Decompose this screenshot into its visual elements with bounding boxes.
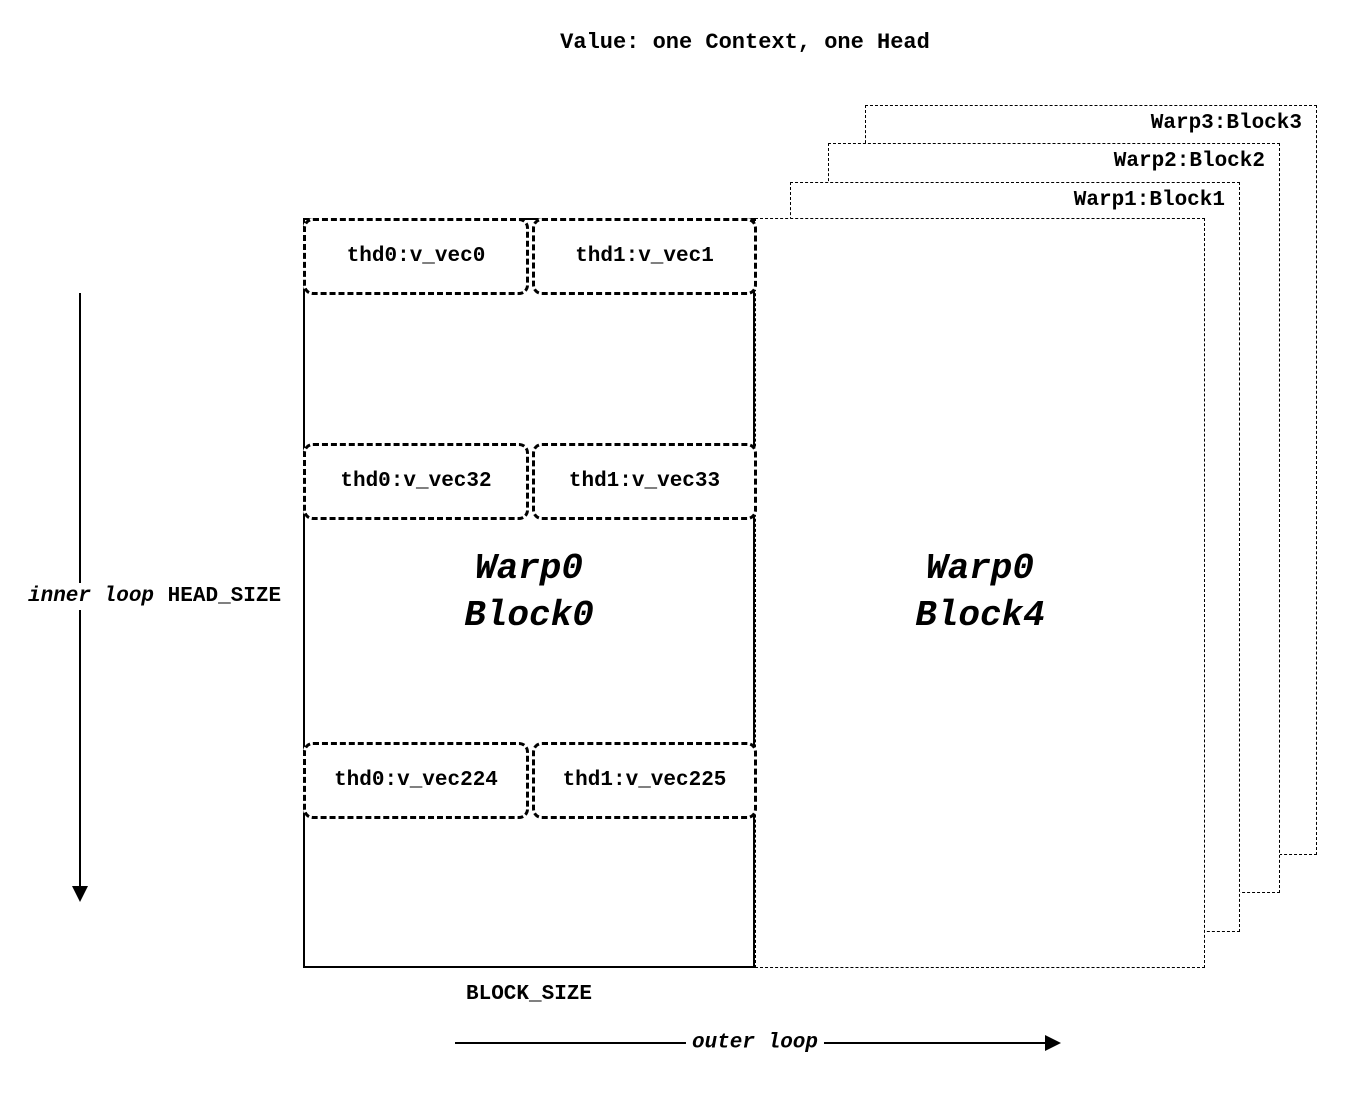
vec-box: thd1:v_vec33 [532,443,757,520]
sheet-label-warp1-block1: Warp1:Block1 [1073,189,1225,212]
warp0-block0-title-line2: Block0 [464,595,594,636]
vec-box-label: thd1:v_vec1 [575,245,714,268]
warp0-block4-title-line2: Block4 [915,595,1045,636]
vec-box: thd1:v_vec1 [532,218,757,295]
vec-box-label: thd0:v_vec0 [346,245,486,268]
warp0-block4-title: Warp0 Block4 [756,219,1204,967]
outer-loop-label: outer loop [685,1031,825,1055]
sheet-label-warp3-block3: Warp3:Block3 [1150,112,1302,135]
outer-loop-arrow-head-icon [1045,1035,1061,1051]
inner-loop-head-size-label: inner loop HEAD_SIZE [24,583,286,610]
vec-box-label: thd0:v_vec32 [340,470,492,493]
diagram-title: Value: one Context, one Head [560,30,930,55]
block-warp0-block0: Warp0 Block0 thd0:v_vec0 thd1:v_vec1 thd… [303,218,757,968]
warp0-block0-title: Warp0 Block0 [305,220,753,966]
warp0-block4-title-line1: Warp0 [925,548,1035,590]
warp0-block0-title-line1: Warp0 [474,548,584,590]
inner-loop-arrow-head-icon [72,886,88,902]
vec-box: thd0:v_vec0 [303,218,529,295]
vec-box-label: thd0:v_vec224 [334,769,498,792]
vec-box-label: thd1:v_vec33 [568,470,721,493]
block-size-label: BLOCK_SIZE [465,983,593,1006]
vec-box: thd0:v_vec32 [303,443,529,520]
sheet-warp0-block4: Warp0 Block4 [755,218,1205,968]
vec-box-label: thd1:v_vec225 [562,769,727,792]
sheet-label-warp2-block2: Warp2:Block2 [1113,150,1265,173]
inner-loop-label: inner loop [28,585,155,608]
vec-box: thd0:v_vec224 [303,742,529,819]
vec-box: thd1:v_vec225 [532,742,757,819]
head-size-label: HEAD_SIZE [167,585,282,608]
